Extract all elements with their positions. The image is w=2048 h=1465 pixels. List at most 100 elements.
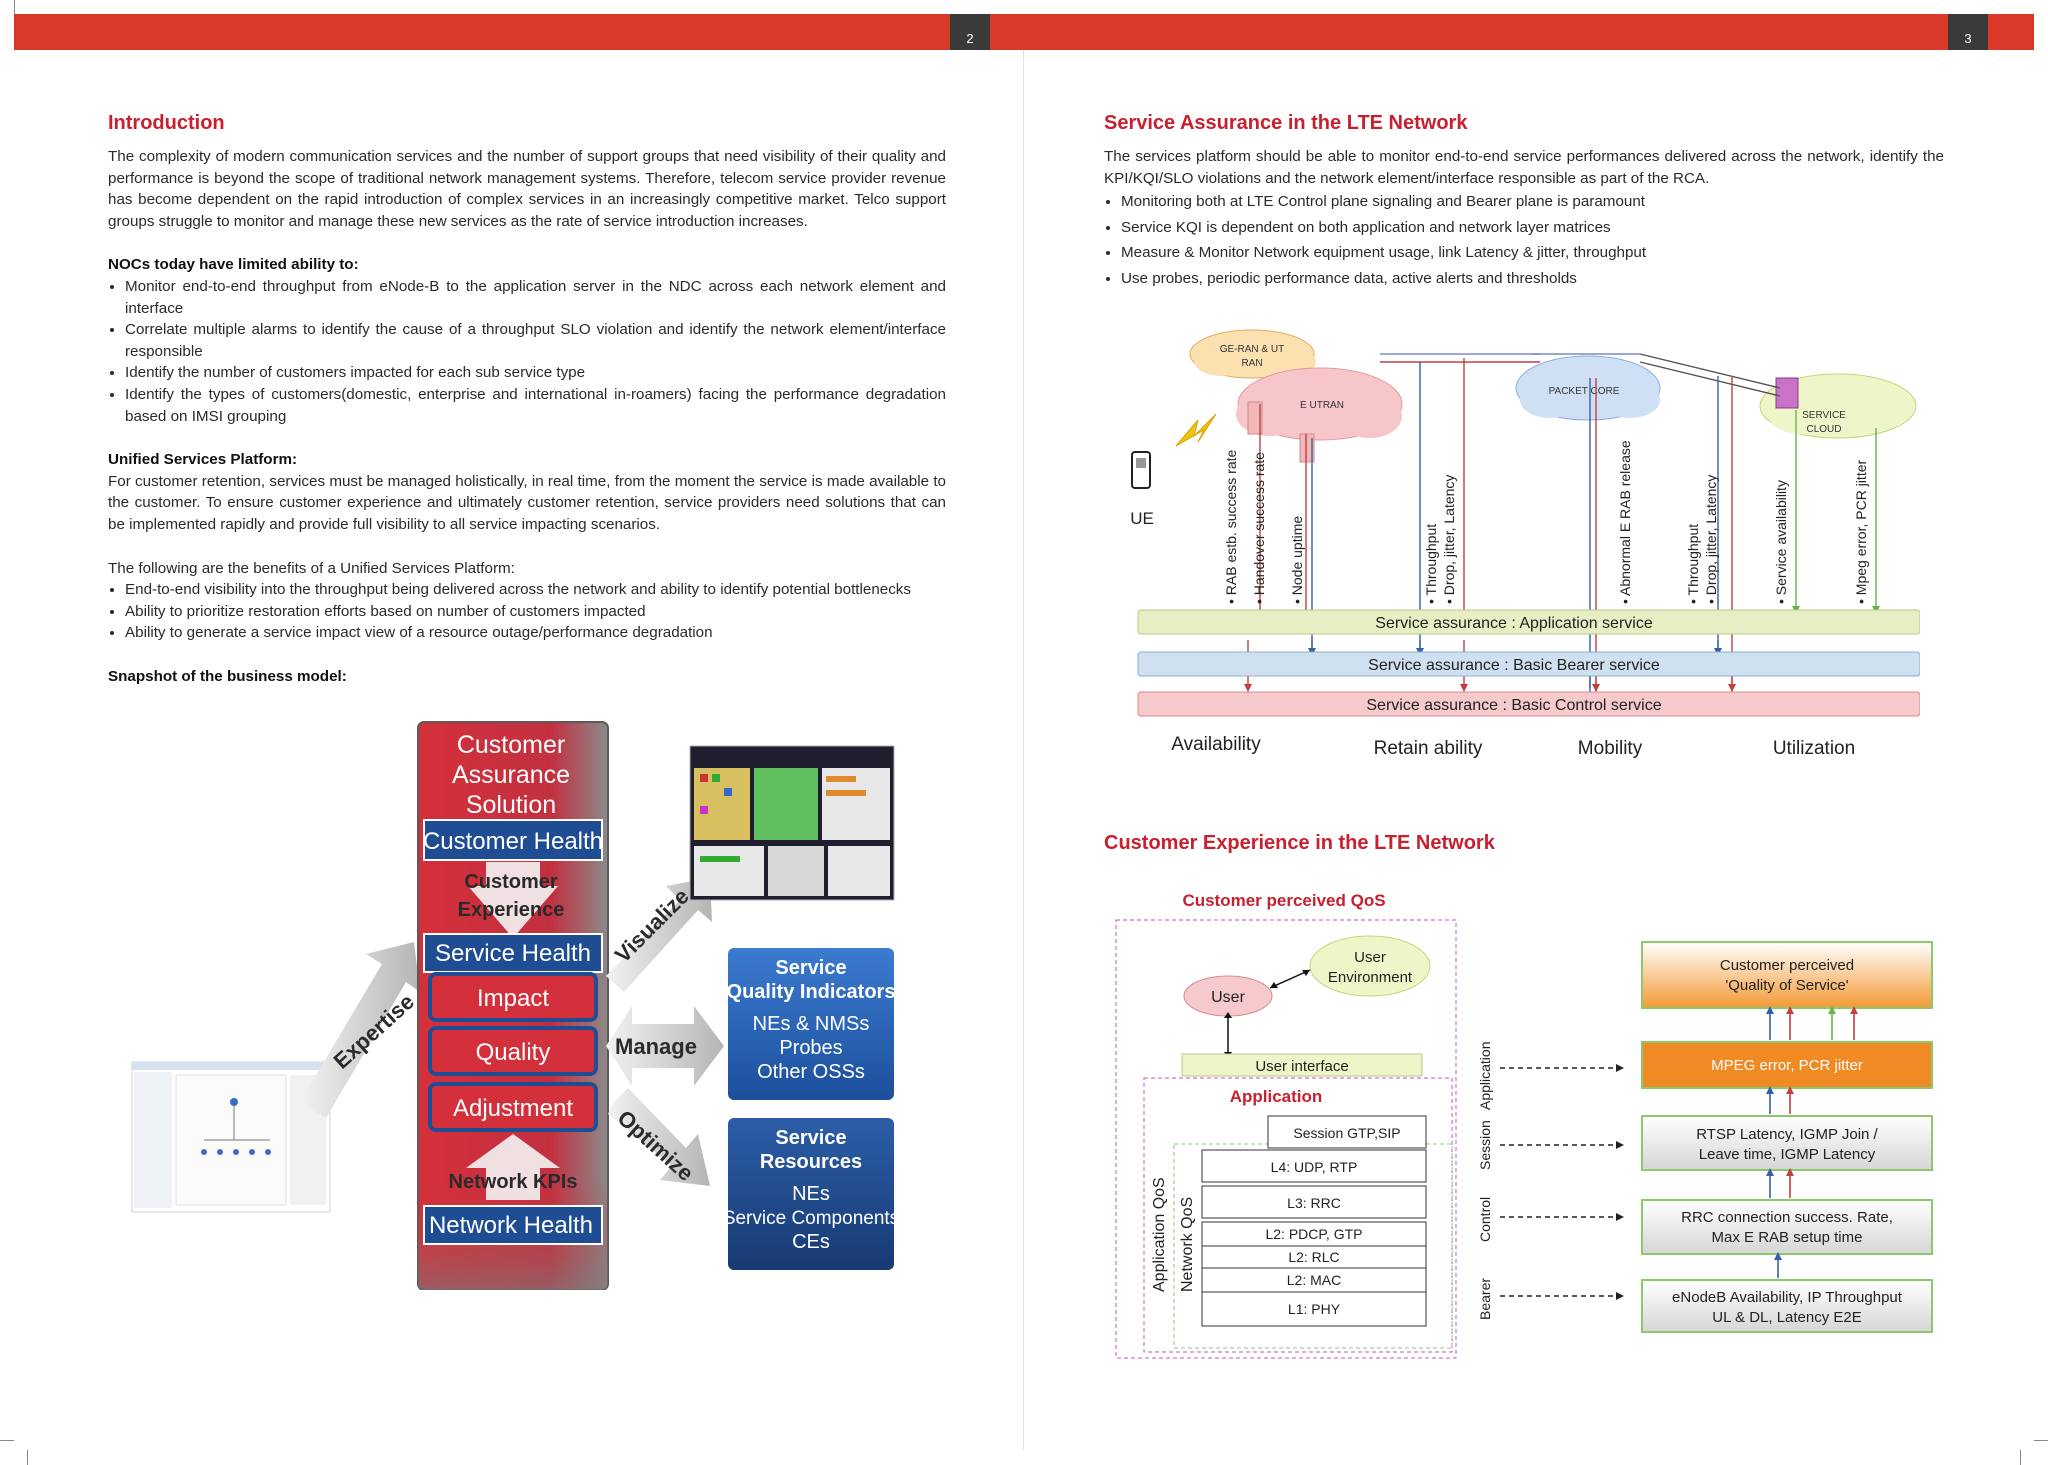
- lte-service-assurance-diagram: GE-RAN & UT RAN E UTRAN PACKET CORE SERV…: [1120, 318, 1920, 768]
- list-item: Service KQI is dependent on both applica…: [1121, 215, 1944, 241]
- user-env-line1: User: [1354, 949, 1386, 966]
- assurance-bars: Service assurance : Application service …: [1138, 610, 1920, 716]
- resources-line: Service Components: [723, 1208, 899, 1229]
- service-cloud: SERVICE CLOUD: [1760, 374, 1916, 438]
- customer-health-label: Customer Health: [423, 828, 603, 855]
- metric-label: • Node uptime: [1289, 516, 1305, 604]
- metric-label: • RAB estb. success rate: [1223, 449, 1239, 604]
- resources-title-line2: Resources: [760, 1151, 862, 1173]
- layer-label: L2: RLC: [1288, 1249, 1339, 1265]
- service-assurance-paragraph: The services platform should be able to …: [1104, 146, 1944, 189]
- left-body-text: The complexity of modern communication s…: [108, 146, 946, 687]
- metric-label: • Handover success rate: [1251, 452, 1267, 604]
- adjustment-label: Adjustment: [453, 1095, 573, 1122]
- layer-label: L2: MAC: [1287, 1272, 1341, 1288]
- protocol-stack: Session GTP,SIP L4: UDP, RTP L3: RRC L2:…: [1202, 1116, 1426, 1326]
- service-cloud-label-1: SERVICE: [1802, 410, 1846, 421]
- mapping-arrows: [1500, 1068, 1616, 1296]
- business-model-diagram: Expertise Customer Assurance Solution Cu…: [120, 710, 910, 1290]
- manage-label: Manage: [615, 1034, 697, 1059]
- sqi-title-line1: Service: [775, 957, 846, 979]
- service-resources-box: Service Resources NEs Service Components…: [723, 1118, 899, 1270]
- list-item: Identify the number of customers impacte…: [125, 362, 946, 384]
- sqi-title-line2: Quality Indicators: [727, 981, 896, 1003]
- eutran-cloud: E UTRAN: [1236, 368, 1402, 462]
- metric-label: • Throughput: [1423, 524, 1439, 604]
- customer-experience-diagram: Customer perceived QoS User User Environ…: [1110, 880, 1940, 1360]
- list-item: End-to-end visibility into the throughpu…: [125, 579, 946, 601]
- layer-label: L1: PHY: [1288, 1301, 1341, 1317]
- impact-label: Impact: [477, 985, 549, 1012]
- list-item: Measure & Monitor Network equipment usag…: [1121, 240, 1944, 266]
- usp-heading: Unified Services Platform:: [108, 451, 297, 468]
- layer-label: L3: RRC: [1287, 1195, 1341, 1211]
- application-qos-label: Application QoS: [1151, 1177, 1168, 1292]
- kpi-box: [1642, 942, 1932, 1008]
- kpi-box-line: RTSP Latency, IGMP Join /: [1696, 1126, 1878, 1143]
- customer-experience-line1: Customer: [464, 871, 558, 893]
- header-bar-middle: [990, 14, 1948, 50]
- list-item: Monitor end-to-end throughput from eNode…: [125, 276, 946, 319]
- metric-label: • Mpeg error, PCR jitter: [1853, 459, 1869, 604]
- list-item: Monitoring both at LTE Control plane sig…: [1121, 189, 1944, 215]
- metric-label: • Throughput: [1685, 524, 1701, 604]
- ue-label: UE: [1130, 509, 1154, 528]
- category-label: Utilization: [1773, 738, 1855, 759]
- layer-label: L2: PDCP, GTP: [1265, 1226, 1362, 1242]
- dashboard-thumbnail-right: [690, 746, 894, 900]
- nocs-heading: NOCs today have limited ability to:: [108, 256, 359, 273]
- introduction-heading: Introduction: [108, 112, 225, 135]
- sqi-line: NEs & NMSs: [753, 1013, 870, 1035]
- list-item: Use probes, periodic performance data, a…: [1121, 266, 1944, 292]
- user-label: User: [1211, 989, 1245, 1006]
- packet-core-cloud: PACKET CORE: [1516, 356, 1660, 420]
- kpi-box-line: 'Quality of Service': [1725, 977, 1848, 994]
- application-label: Application: [1230, 1087, 1323, 1106]
- service-cloud-label-2: CLOUD: [1806, 424, 1841, 435]
- customer-assurance-column: Customer Assurance Solution Customer Hea…: [418, 722, 608, 1290]
- geran-label-2: RAN: [1241, 358, 1262, 369]
- plane-label: Control: [1477, 1197, 1493, 1242]
- arrow-manage: Manage: [606, 1006, 724, 1086]
- service-quality-indicators-box: Service Quality Indicators NEs & NMSs Pr…: [727, 948, 896, 1100]
- user-interface-label: User interface: [1255, 1058, 1348, 1075]
- metric-label: • Service availability: [1773, 480, 1789, 604]
- plane-label: Session: [1477, 1120, 1493, 1170]
- column-title-line1: Customer: [457, 731, 565, 759]
- kpi-boxes: Customer perceived 'Quality of Service' …: [1642, 942, 1932, 1332]
- layer-label: L4: UDP, RTP: [1271, 1159, 1358, 1175]
- quality-label: Quality: [476, 1039, 551, 1066]
- snapshot-heading: Snapshot of the business model:: [108, 668, 347, 685]
- category-label: Retain ability: [1374, 738, 1483, 759]
- resources-title-line1: Service: [775, 1127, 846, 1149]
- benefits-list: End-to-end visibility into the throughpu…: [108, 579, 946, 644]
- customer-qos-title: Customer perceived QoS: [1182, 891, 1385, 910]
- kpi-box-line: RRC connection success. Rate,: [1681, 1209, 1893, 1226]
- mapping-arrowheads: [1616, 1064, 1624, 1300]
- plane-label: Bearer: [1477, 1278, 1493, 1320]
- page-spine: [1023, 50, 1024, 1450]
- metric-label: • Abnormal E RAB release: [1617, 440, 1633, 604]
- arrow-expertise: Expertise: [300, 942, 420, 1118]
- ue-device: [1132, 414, 1216, 488]
- resources-line: CEs: [792, 1231, 830, 1253]
- bar-label: Service assurance : Application service: [1375, 615, 1653, 632]
- network-kpis-label: Network KPIs: [449, 1171, 578, 1193]
- column-title-line3: Solution: [466, 791, 556, 819]
- plane-label: Application: [1477, 1042, 1493, 1111]
- metric-labels: • RAB estb. success rate • Handover succ…: [1223, 440, 1869, 604]
- bar-label: Service assurance : Basic Control servic…: [1366, 697, 1661, 714]
- arrow-optimize: Optimize: [608, 1088, 710, 1186]
- list-item: Ability to prioritize restoration effort…: [125, 601, 946, 623]
- packet-core-label: PACKET CORE: [1549, 386, 1620, 397]
- layer-label: Session GTP,SIP: [1293, 1125, 1400, 1141]
- right-body-text: The services platform should be able to …: [1104, 146, 1944, 292]
- user-environment-ellipse: [1310, 936, 1430, 996]
- benefits-intro: The following are the benefits of a Unif…: [108, 558, 946, 580]
- resources-line: NEs: [792, 1183, 830, 1205]
- customer-experience-heading: Customer Experience in the LTE Network: [1104, 832, 1495, 855]
- service-health-label: Service Health: [435, 940, 591, 967]
- service-assurance-list: Monitoring both at LTE Control plane sig…: [1104, 189, 1944, 291]
- metric-label: • Drop, jitter, Latency: [1703, 475, 1719, 604]
- geran-label-1: GE-RAN & UT: [1220, 344, 1284, 355]
